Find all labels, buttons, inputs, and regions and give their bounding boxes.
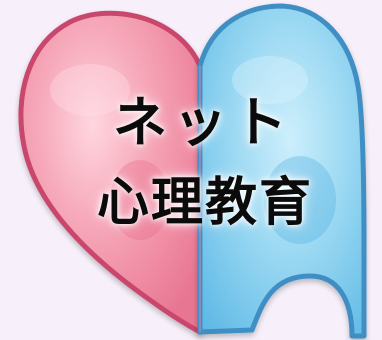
book-right-page	[197, 3, 367, 339]
watercolor-texture	[50, 56, 336, 244]
logo-title-line-2: 心理教育	[96, 173, 313, 233]
logo-title-line-1: ネット	[113, 91, 293, 154]
heart-left-lobe	[18, 10, 203, 335]
